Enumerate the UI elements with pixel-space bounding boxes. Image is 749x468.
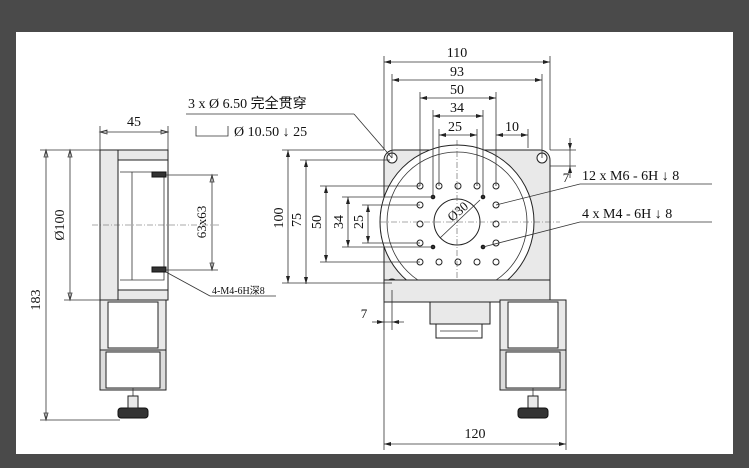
side-thread-mark-top: [151, 171, 167, 178]
m4-note: 4 x M4 - 6H ↓ 8: [482, 207, 712, 248]
dim-b7-arrows: [377, 320, 399, 324]
dim-120-label: 120: [465, 427, 486, 442]
side-inner-detail: [120, 171, 165, 281]
front-knob-stem: [527, 395, 539, 409]
left-dimensions: 100 75 50 34 25: [272, 149, 433, 284]
m6-note-leader: [495, 183, 581, 206]
m6-hole: [435, 258, 443, 266]
dim-63-label: 63x63: [194, 206, 209, 239]
dim-63-arrows: [209, 173, 215, 272]
dim-d100-arrows: [67, 148, 73, 302]
m6-note: 12 x M6 - 6H ↓ 8: [495, 169, 712, 206]
front-view: Ø30 110 93 50: [186, 46, 712, 450]
dim-45-label: 45: [127, 115, 141, 130]
dim-10-arrows: [496, 133, 528, 137]
m6-hole: [416, 220, 424, 228]
m4-note-label: 4 x M4 - 6H ↓ 8: [582, 207, 672, 222]
dim-183-arrows: [43, 148, 49, 422]
thread-note-leader: [165, 271, 211, 297]
connector-body: [429, 301, 491, 325]
top-dimensions: 110 93 50 34 25 10: [383, 46, 551, 197]
dim-r7-label: 7: [563, 170, 570, 185]
m6-hole: [473, 258, 481, 266]
dim-34-label: 34: [450, 101, 464, 116]
counterbore-label: Ø 10.50 ↓ 25: [234, 125, 307, 140]
m4-note-leader: [482, 221, 581, 248]
dim-50-label: 50: [450, 83, 464, 98]
dim-93-label: 93: [450, 65, 464, 80]
dim-l34-label: 34: [332, 215, 347, 229]
dim-45-arrows: [98, 129, 170, 135]
side-view: 45 183 Ø100 63x63 4-M4-6H深8: [29, 115, 276, 422]
side-motor-body-inner: [105, 351, 161, 389]
m6-hole: [492, 220, 500, 228]
dim-r7-arrows: [568, 143, 572, 173]
m6-hole: [492, 258, 500, 266]
dim-10-label: 10: [505, 120, 519, 135]
front-motor-body-inner: [505, 351, 561, 389]
through-hole-leader: [353, 113, 393, 159]
dim-l50-label: 50: [310, 215, 325, 229]
front-motor-top-inner: [507, 301, 559, 349]
through-hole-label: 3 x Ø 6.50 完全贯穿: [188, 95, 307, 112]
m6-hole: [454, 258, 462, 266]
dim-100-label: 100: [272, 208, 287, 229]
through-hole-note: 3 x Ø 6.50 完全贯穿 Ø 10.50 ↓ 25: [186, 95, 393, 159]
front-knob: [517, 407, 549, 419]
dim-25-label: 25: [448, 120, 462, 135]
thread-note-label: 4-M4-6H深8: [212, 285, 265, 297]
m6-note-label: 12 x M6 - 6H ↓ 8: [582, 169, 679, 184]
dim-b7-label: 7: [361, 306, 368, 321]
bore-leader: [439, 199, 481, 239]
dim-75-label: 75: [290, 213, 305, 227]
dim-l25-label: 25: [352, 215, 367, 229]
side-motor-top-inner: [107, 301, 159, 349]
m6-hole: [454, 182, 462, 190]
counterbore-symbol: [195, 126, 229, 137]
dim-d100-label: Ø100: [53, 209, 68, 240]
side-knob-stem: [127, 395, 139, 409]
side-thread-mark-bottom: [151, 266, 167, 273]
side-knob: [117, 407, 149, 419]
dim-183-label: 183: [29, 290, 44, 311]
front-base: [383, 279, 551, 303]
dim-110-label: 110: [447, 46, 467, 61]
